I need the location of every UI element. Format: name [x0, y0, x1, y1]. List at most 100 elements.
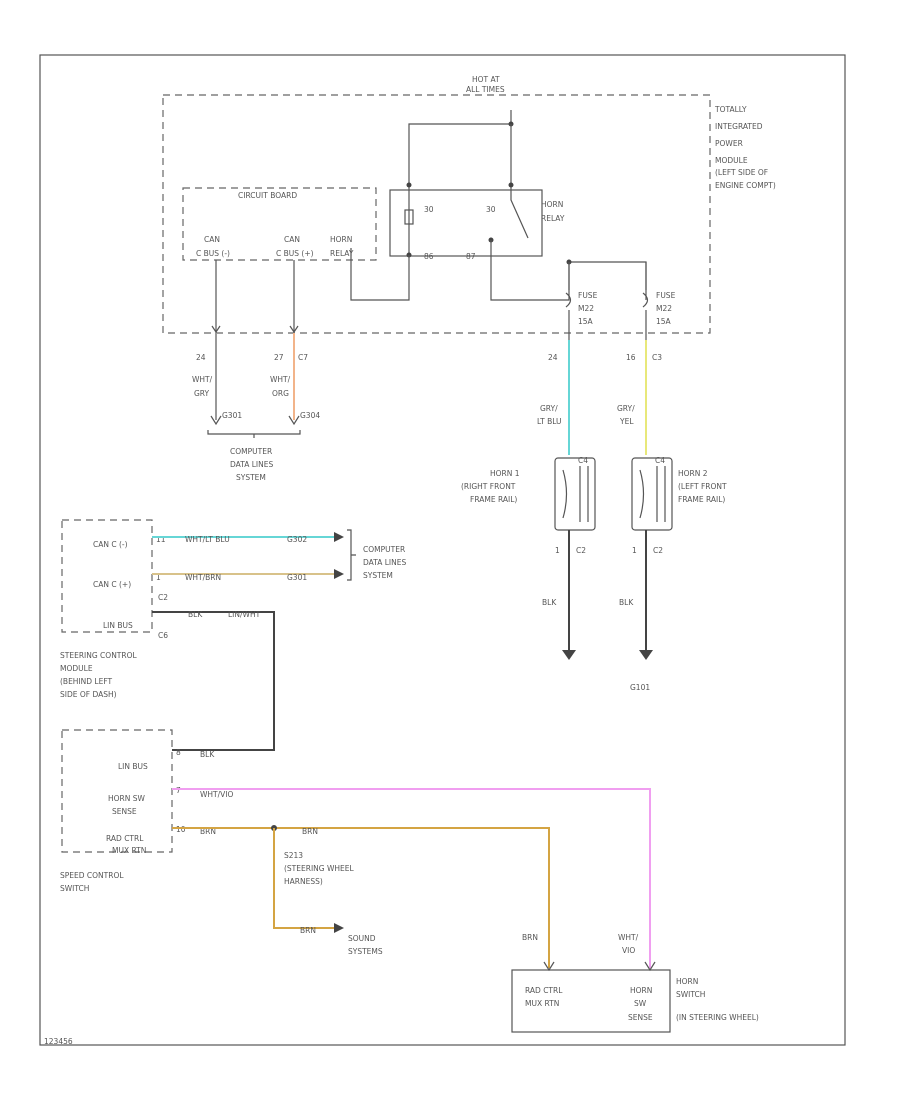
scm-wire-minus-label: WHT/LT BLU [185, 535, 230, 544]
fuse-left-label-2: M22 [578, 304, 594, 313]
cdl-bracket [207, 430, 301, 438]
relay-output-wire [490, 240, 560, 301]
circuit-board-box [182, 187, 377, 261]
cdl-mid-2: DATA LINES [363, 558, 406, 567]
tipm-module-box [162, 94, 711, 334]
splice-label-1: S213 [284, 851, 303, 860]
fuse-right-label-2: M22 [656, 304, 672, 313]
splice-arrow [288, 415, 300, 426]
can-c-minus-label-2: C BUS (-) [196, 249, 230, 258]
horn-1: C4 [554, 456, 596, 531]
wire-a-color-1: WHT/ [192, 375, 213, 384]
hs-rad-ctrl-2: MUX RTN [525, 999, 559, 1008]
scm-name-1: STEERING CONTROL [60, 651, 137, 660]
ground-id: G101 [630, 683, 650, 692]
horn1-wire-1: GRY/ [540, 404, 558, 413]
tipm-name-line: POWER [715, 139, 743, 148]
relay-pin-dot [508, 182, 514, 188]
wire-a-color-2: GRY [194, 389, 210, 398]
scs-name-1: SPEED CONTROL [60, 871, 124, 880]
scs-name-2: SWITCH [60, 884, 89, 893]
wire-b-color-2: ORG [272, 389, 289, 398]
ground-arrow-2 [639, 650, 653, 660]
horn2-pin: C4 [655, 456, 665, 465]
hs-horn-wire-2: VIO [622, 946, 635, 955]
wire-b-color-1: WHT/ [270, 375, 291, 384]
sound-label-2: SYSTEMS [348, 947, 383, 956]
horn1-gnd-conn: C2 [576, 546, 586, 555]
scm-splice-minus: G302 [287, 535, 307, 544]
sound-arrow [334, 923, 344, 933]
horn2-gnd-conn: C2 [653, 546, 663, 555]
scm-conn-c2: C2 [158, 593, 168, 602]
relay-feed-wire [408, 110, 512, 185]
splice-g304: G304 [300, 411, 320, 420]
fuse-right-symbol [642, 292, 649, 308]
relay-ctrl-wire [350, 248, 410, 301]
scm-can-plus: CAN C (+) [93, 580, 131, 589]
horn-relay-ctrl-label-2: RELAY [330, 249, 354, 258]
ground-arrow-1 [562, 650, 576, 660]
hs-name-1: HORN [676, 977, 698, 986]
hs-rad-ctrl-1: RAD CTRL [525, 986, 563, 995]
horn2-name-1: HORN 2 [678, 469, 708, 478]
scm-arrow-plus [334, 569, 344, 579]
tipm-hot-label-1: HOT AT [472, 75, 500, 84]
cdl-top-1: COMPUTER [230, 447, 272, 456]
fuse-right-label-1: FUSE [656, 291, 676, 300]
fuse-left-label-3: 15A [578, 317, 594, 326]
can-c-plus-label-2: C BUS (+) [276, 249, 314, 258]
tipm-name: TOTALLY INTEGRATED POWER MODULE (LEFT SI… [714, 105, 776, 190]
hs-horn-sense-1: HORN [630, 986, 652, 995]
tipm-name-line: (LEFT SIDE OF [715, 168, 768, 177]
hs-horn-sense-3: SENSE [628, 1013, 653, 1022]
scs-rad-wire: BRN [200, 827, 216, 836]
hs-name-2: SWITCH [676, 990, 705, 999]
sound-wire: BRN [300, 926, 316, 935]
fuse-left-label-1: FUSE [578, 291, 598, 300]
scs-box [61, 729, 173, 853]
hs-name-3: (IN STEERING WHEEL) [676, 1013, 759, 1022]
fuse-left-pin: 24 [548, 353, 558, 362]
cdl-mid-3: SYSTEM [363, 571, 393, 580]
horn-relay-ctrl-label-1: HORN [330, 235, 352, 244]
cdl-mid-bracket [347, 529, 356, 581]
scs-lin-pin: 8 [176, 748, 181, 757]
relay-switch-contact [510, 185, 529, 239]
sound-label-1: SOUND [348, 934, 376, 943]
splice-g301: G301 [222, 411, 242, 420]
rad-ctrl-wire [172, 827, 550, 968]
tipm-conn-c7: C7 [298, 353, 308, 362]
fuse-right-conn: C3 [652, 353, 662, 362]
hs-horn-wire-1: WHT/ [618, 933, 639, 942]
can-c-plus-label-1: CAN [284, 235, 300, 244]
scs-horn-pin: 7 [176, 786, 181, 795]
splice-label-2: (STEERING WHEEL [284, 864, 355, 873]
conn-arrow [211, 325, 221, 334]
horn-2: C4 [631, 456, 673, 531]
horn-relay-name-1: HORN [541, 200, 563, 209]
horn-2-symbol [639, 466, 666, 522]
scs-rad-ctrl-1: RAD CTRL [106, 834, 144, 843]
cdl-mid-1: COMPUTER [363, 545, 405, 554]
hs-rad-wire: BRN [522, 933, 538, 942]
scm-arrow-minus [334, 532, 344, 542]
scm-lin-label: LIN BUS [103, 621, 133, 630]
figure-id: 123456 [44, 1037, 73, 1046]
horn-1-symbol [562, 466, 589, 522]
tipm-name-line: MODULE [715, 156, 748, 165]
scm-conn-c6: C6 [158, 631, 168, 640]
scs-rad-pin: 10 [176, 825, 186, 834]
horn1-name-1: HORN 1 [490, 469, 520, 478]
scm-lin-wire2: LIN/WHT [228, 610, 261, 619]
relay-pin-dot [406, 182, 412, 188]
horn-2-body [631, 457, 673, 531]
scm-pin-plus: 1 [156, 573, 161, 582]
scm-splice-plus: G301 [287, 573, 307, 582]
tipm-name-line: TOTALLY [714, 105, 747, 114]
tipm-pin-24: 24 [196, 353, 206, 362]
fuse-right-label-3: 15A [656, 317, 672, 326]
horn1-gnd-wire: BLK [542, 598, 557, 607]
scm-box [61, 519, 153, 633]
